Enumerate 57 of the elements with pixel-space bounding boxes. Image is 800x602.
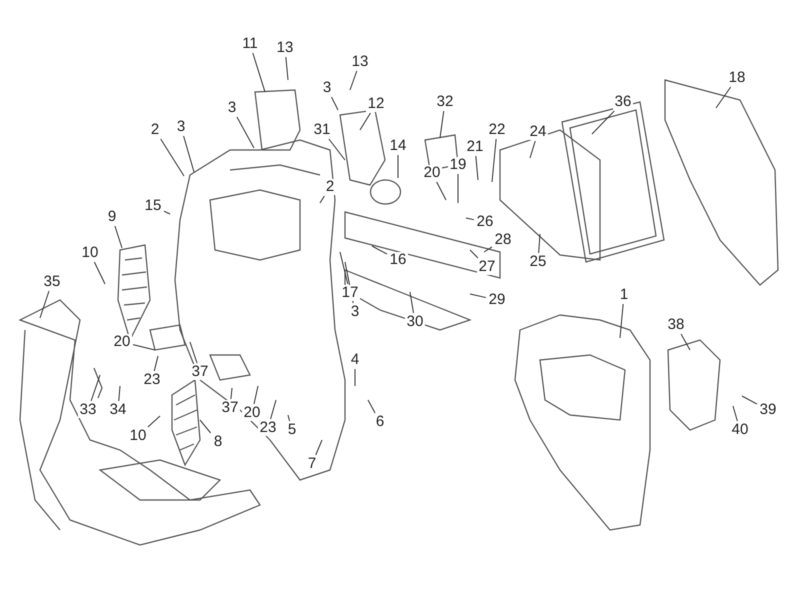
leader-line (350, 70, 358, 90)
leader-line (680, 334, 690, 350)
callout-number: 33 (78, 402, 98, 418)
leader-line (40, 290, 50, 318)
leader-line (440, 110, 444, 138)
leader-line (154, 356, 158, 372)
leader-line (340, 252, 348, 284)
leader-line (475, 156, 478, 180)
leader-line (592, 110, 615, 134)
leader-line (742, 396, 758, 405)
leader-line (538, 234, 540, 254)
leader-line (132, 344, 156, 350)
leader-line (252, 52, 266, 92)
leader-line (118, 386, 120, 402)
leader-line (315, 440, 322, 456)
callout-number: 24 (528, 124, 548, 140)
leader-line (331, 96, 338, 110)
leader-line (288, 414, 290, 422)
leader-line (372, 246, 388, 255)
leader-line (94, 262, 106, 284)
leader-line (470, 250, 478, 258)
leader-line (90, 374, 100, 402)
leader-line (368, 400, 376, 414)
callout-number: 17 (340, 285, 360, 301)
leader-line (164, 210, 170, 214)
leader-line (147, 416, 160, 428)
leader-line (716, 86, 732, 108)
leader-line (470, 294, 486, 298)
leader-line (236, 116, 254, 148)
callout-number: 23 (258, 420, 278, 436)
leader-line (436, 182, 446, 200)
leader-line (200, 420, 212, 434)
leader-line (328, 138, 346, 160)
leader-line (230, 388, 232, 400)
leader-line (285, 56, 288, 80)
leader-line (484, 246, 492, 252)
leader-line (732, 406, 738, 422)
callout-number: 20 (242, 405, 262, 421)
leader-line (183, 136, 194, 172)
leader-line (620, 304, 624, 338)
leader-line (270, 400, 276, 420)
leader-line (160, 138, 184, 176)
callout-number: 12 (366, 96, 386, 112)
callout-number: 27 (477, 259, 497, 275)
leader-line (354, 368, 356, 386)
leader-line (466, 218, 474, 220)
leader-line (254, 386, 258, 404)
callout-number: 37 (190, 364, 210, 380)
leader-line (190, 342, 198, 364)
leader-line (344, 262, 354, 304)
callout-number: 36 (613, 94, 633, 110)
leader-line (360, 112, 371, 130)
leader-line (410, 292, 414, 314)
leader-line (492, 138, 497, 182)
leader-line (114, 226, 122, 248)
leader-line (320, 196, 325, 204)
leader-line (530, 140, 536, 158)
